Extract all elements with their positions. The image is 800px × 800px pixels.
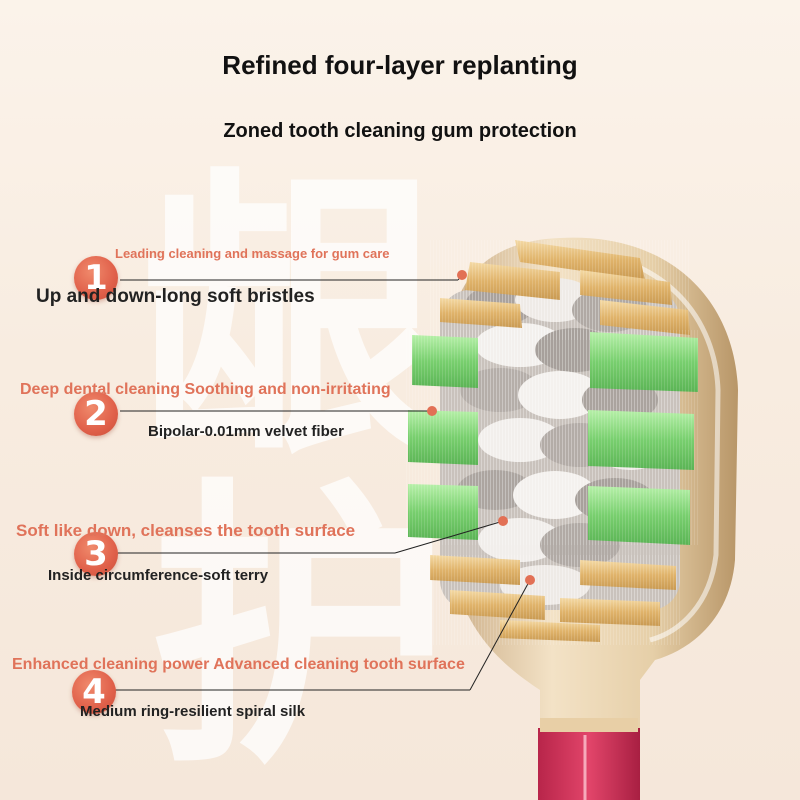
subheadline: Zoned tooth cleaning gum protection — [223, 120, 577, 142]
watermark-glyph-top: 龈 — [140, 145, 440, 494]
feature-3-heading: Soft like down, cleanses the tooth surfa… — [16, 521, 356, 540]
handle-red-band — [538, 728, 640, 800]
feature-1-subtitle: Up and down-long soft bristles — [36, 286, 315, 307]
callout-dot-4 — [525, 575, 535, 585]
feature-2-subtitle: Bipolar-0.01mm velvet fiber — [148, 423, 344, 440]
feature-1-badge: 1 — [74, 256, 118, 300]
callout-dot-2 — [427, 406, 437, 416]
watermark-glyph-bottom: 护 — [150, 455, 450, 800]
feature-4-subtitle: Medium ring-resilient spiral silk — [80, 703, 306, 720]
feature-2-heading: Deep dental cleaning Soothing and non-ir… — [20, 381, 391, 398]
feature-4-heading: Enhanced cleaning power Advanced cleanin… — [12, 656, 465, 673]
feature-3-badge: 3 — [74, 532, 118, 576]
callout-dot-1 — [457, 270, 467, 280]
feature-1-heading: Leading cleaning and massage for gum car… — [115, 246, 390, 261]
callout-dots — [427, 270, 535, 585]
feature-4-badge: 4 — [72, 670, 116, 714]
feature-3-subtitle: Inside circumference-soft terry — [48, 567, 269, 584]
headline: Refined four-layer replanting — [222, 50, 578, 80]
callout-dot-3 — [498, 516, 508, 526]
feature-2-badge: 2 — [74, 392, 118, 436]
